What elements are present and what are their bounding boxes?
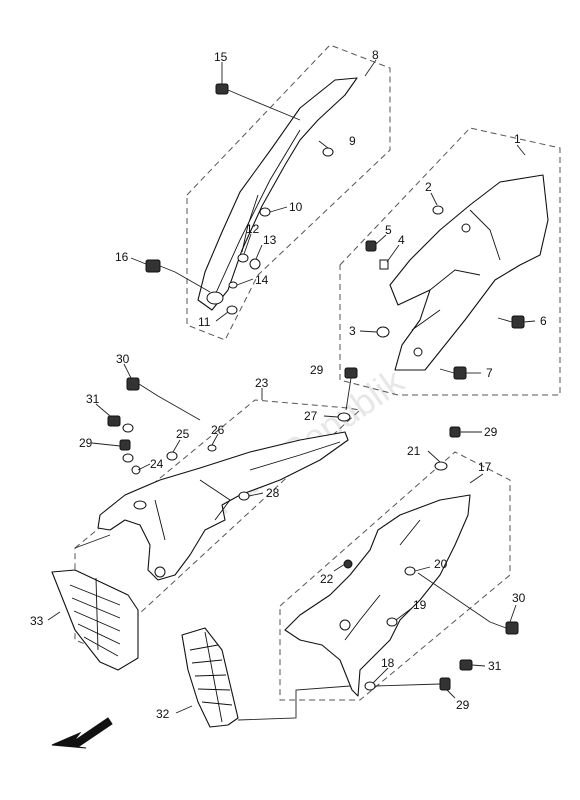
callout-5: 5 xyxy=(385,223,392,237)
callout-29-bottom: 29 xyxy=(456,698,470,712)
callout-29-right: 29 xyxy=(484,425,498,439)
callout-26: 26 xyxy=(211,423,225,437)
callout-16: 16 xyxy=(115,250,129,264)
callout-24: 24 xyxy=(150,457,164,471)
callout-1: 1 xyxy=(514,132,521,146)
callout-12: 12 xyxy=(246,222,260,236)
callout-30-left: 30 xyxy=(116,352,130,366)
callout-7: 7 xyxy=(486,366,493,380)
callout-13: 13 xyxy=(263,233,277,247)
callout-31-left: 31 xyxy=(86,392,100,406)
callout-3: 3 xyxy=(349,324,356,338)
part-33-louvre-panel[interactable] xyxy=(51,569,139,671)
callout-17: 17 xyxy=(478,460,492,474)
callout-11: 11 xyxy=(198,315,211,329)
callout-27: 27 xyxy=(304,409,318,423)
callout-33: 33 xyxy=(30,614,44,628)
callout-14: 14 xyxy=(255,273,269,287)
callout-31-right: 31 xyxy=(488,659,502,673)
callout-23: 23 xyxy=(255,376,269,390)
callout-6: 6 xyxy=(540,314,547,328)
callout-32: 32 xyxy=(156,707,170,721)
part-1-side-cover[interactable] xyxy=(389,174,549,371)
callout-29-left: 29 xyxy=(79,436,93,450)
direction-arrow xyxy=(51,717,113,749)
assembly-box-23 xyxy=(74,399,362,651)
hardware xyxy=(107,83,525,691)
callout-2: 2 xyxy=(425,180,432,194)
callout-15: 15 xyxy=(214,50,228,64)
callout-10: 10 xyxy=(289,200,303,214)
callout-4: 4 xyxy=(398,233,405,247)
callout-25: 25 xyxy=(176,427,190,441)
callout-8: 8 xyxy=(372,48,379,62)
callout-9: 9 xyxy=(349,134,356,148)
callout-30-right: 30 xyxy=(512,591,526,605)
part-32-louvre-panel[interactable] xyxy=(181,627,239,728)
callout-labels: 1 2 3 4 5 6 7 8 9 10 11 12 13 14 15 16 1… xyxy=(30,48,547,721)
callout-22: 22 xyxy=(320,572,334,586)
leader-lines xyxy=(47,59,536,721)
part-17-side-cover[interactable] xyxy=(284,494,471,697)
callout-28: 28 xyxy=(266,486,280,500)
callout-18: 18 xyxy=(381,656,395,670)
callout-21: 21 xyxy=(407,444,421,458)
assembly-box-17 xyxy=(279,451,511,701)
callout-20: 20 xyxy=(434,557,448,571)
callout-19: 19 xyxy=(413,598,427,612)
assembly-box-8 xyxy=(186,44,391,341)
callout-29-top: 29 xyxy=(310,363,324,377)
part-8-upper-cover[interactable] xyxy=(197,77,358,311)
